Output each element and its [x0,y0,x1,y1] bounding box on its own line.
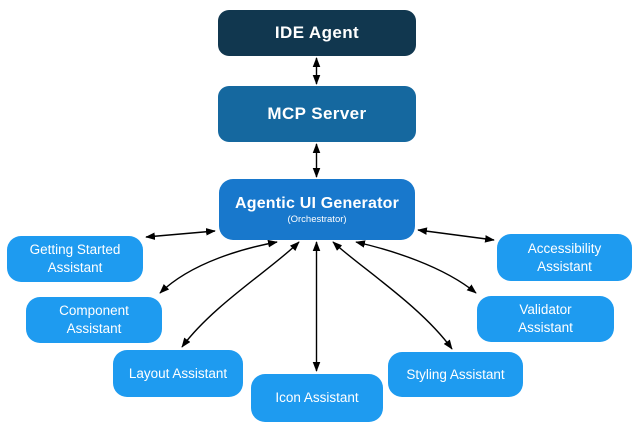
node-ide-agent: IDE Agent [218,10,416,56]
edge-orchestrator-layout [181,241,300,348]
node-component-assistant: Component Assistant [26,297,162,343]
node-label: Styling Assistant [406,366,505,382]
node-validator-assistant: Validator Assistant [477,296,614,342]
node-label: MCP Server [267,104,367,123]
node-icon-assistant: Icon Assistant [251,374,383,422]
node-styling-assistant: Styling Assistant [388,352,523,397]
node-layout-assistant: Layout Assistant [113,350,243,397]
node-label: IDE Agent [274,23,360,42]
node-mcp-server: MCP Server [218,86,416,142]
node-label: Layout Assistant [128,365,228,381]
edge-orchestrator-component [159,239,278,294]
node-label: Icon Assistant [275,390,359,406]
node-label: Component Assistant [59,303,129,336]
edge-orchestrator-getting-started [145,228,216,240]
node-label: Accessibility Assistant [527,240,602,274]
node-label: Agentic UI Generator [234,194,400,212]
node-sublabel: (Orchestrator) [287,213,347,225]
edge-orchestrator-styling [332,241,453,350]
node-getting-started-assistant: Getting Started Assistant [7,236,143,282]
node-accessibility-assistant: Accessibility Assistant [497,234,632,281]
edge-orchestrator-validator [355,240,477,294]
edge-orchestrator-accessibility [417,227,495,243]
node-label: Getting Started Assistant [29,242,121,275]
node-orchestrator: Agentic UI Generator (Orchestrator) [219,179,415,240]
node-label: Validator Assistant [518,302,573,335]
